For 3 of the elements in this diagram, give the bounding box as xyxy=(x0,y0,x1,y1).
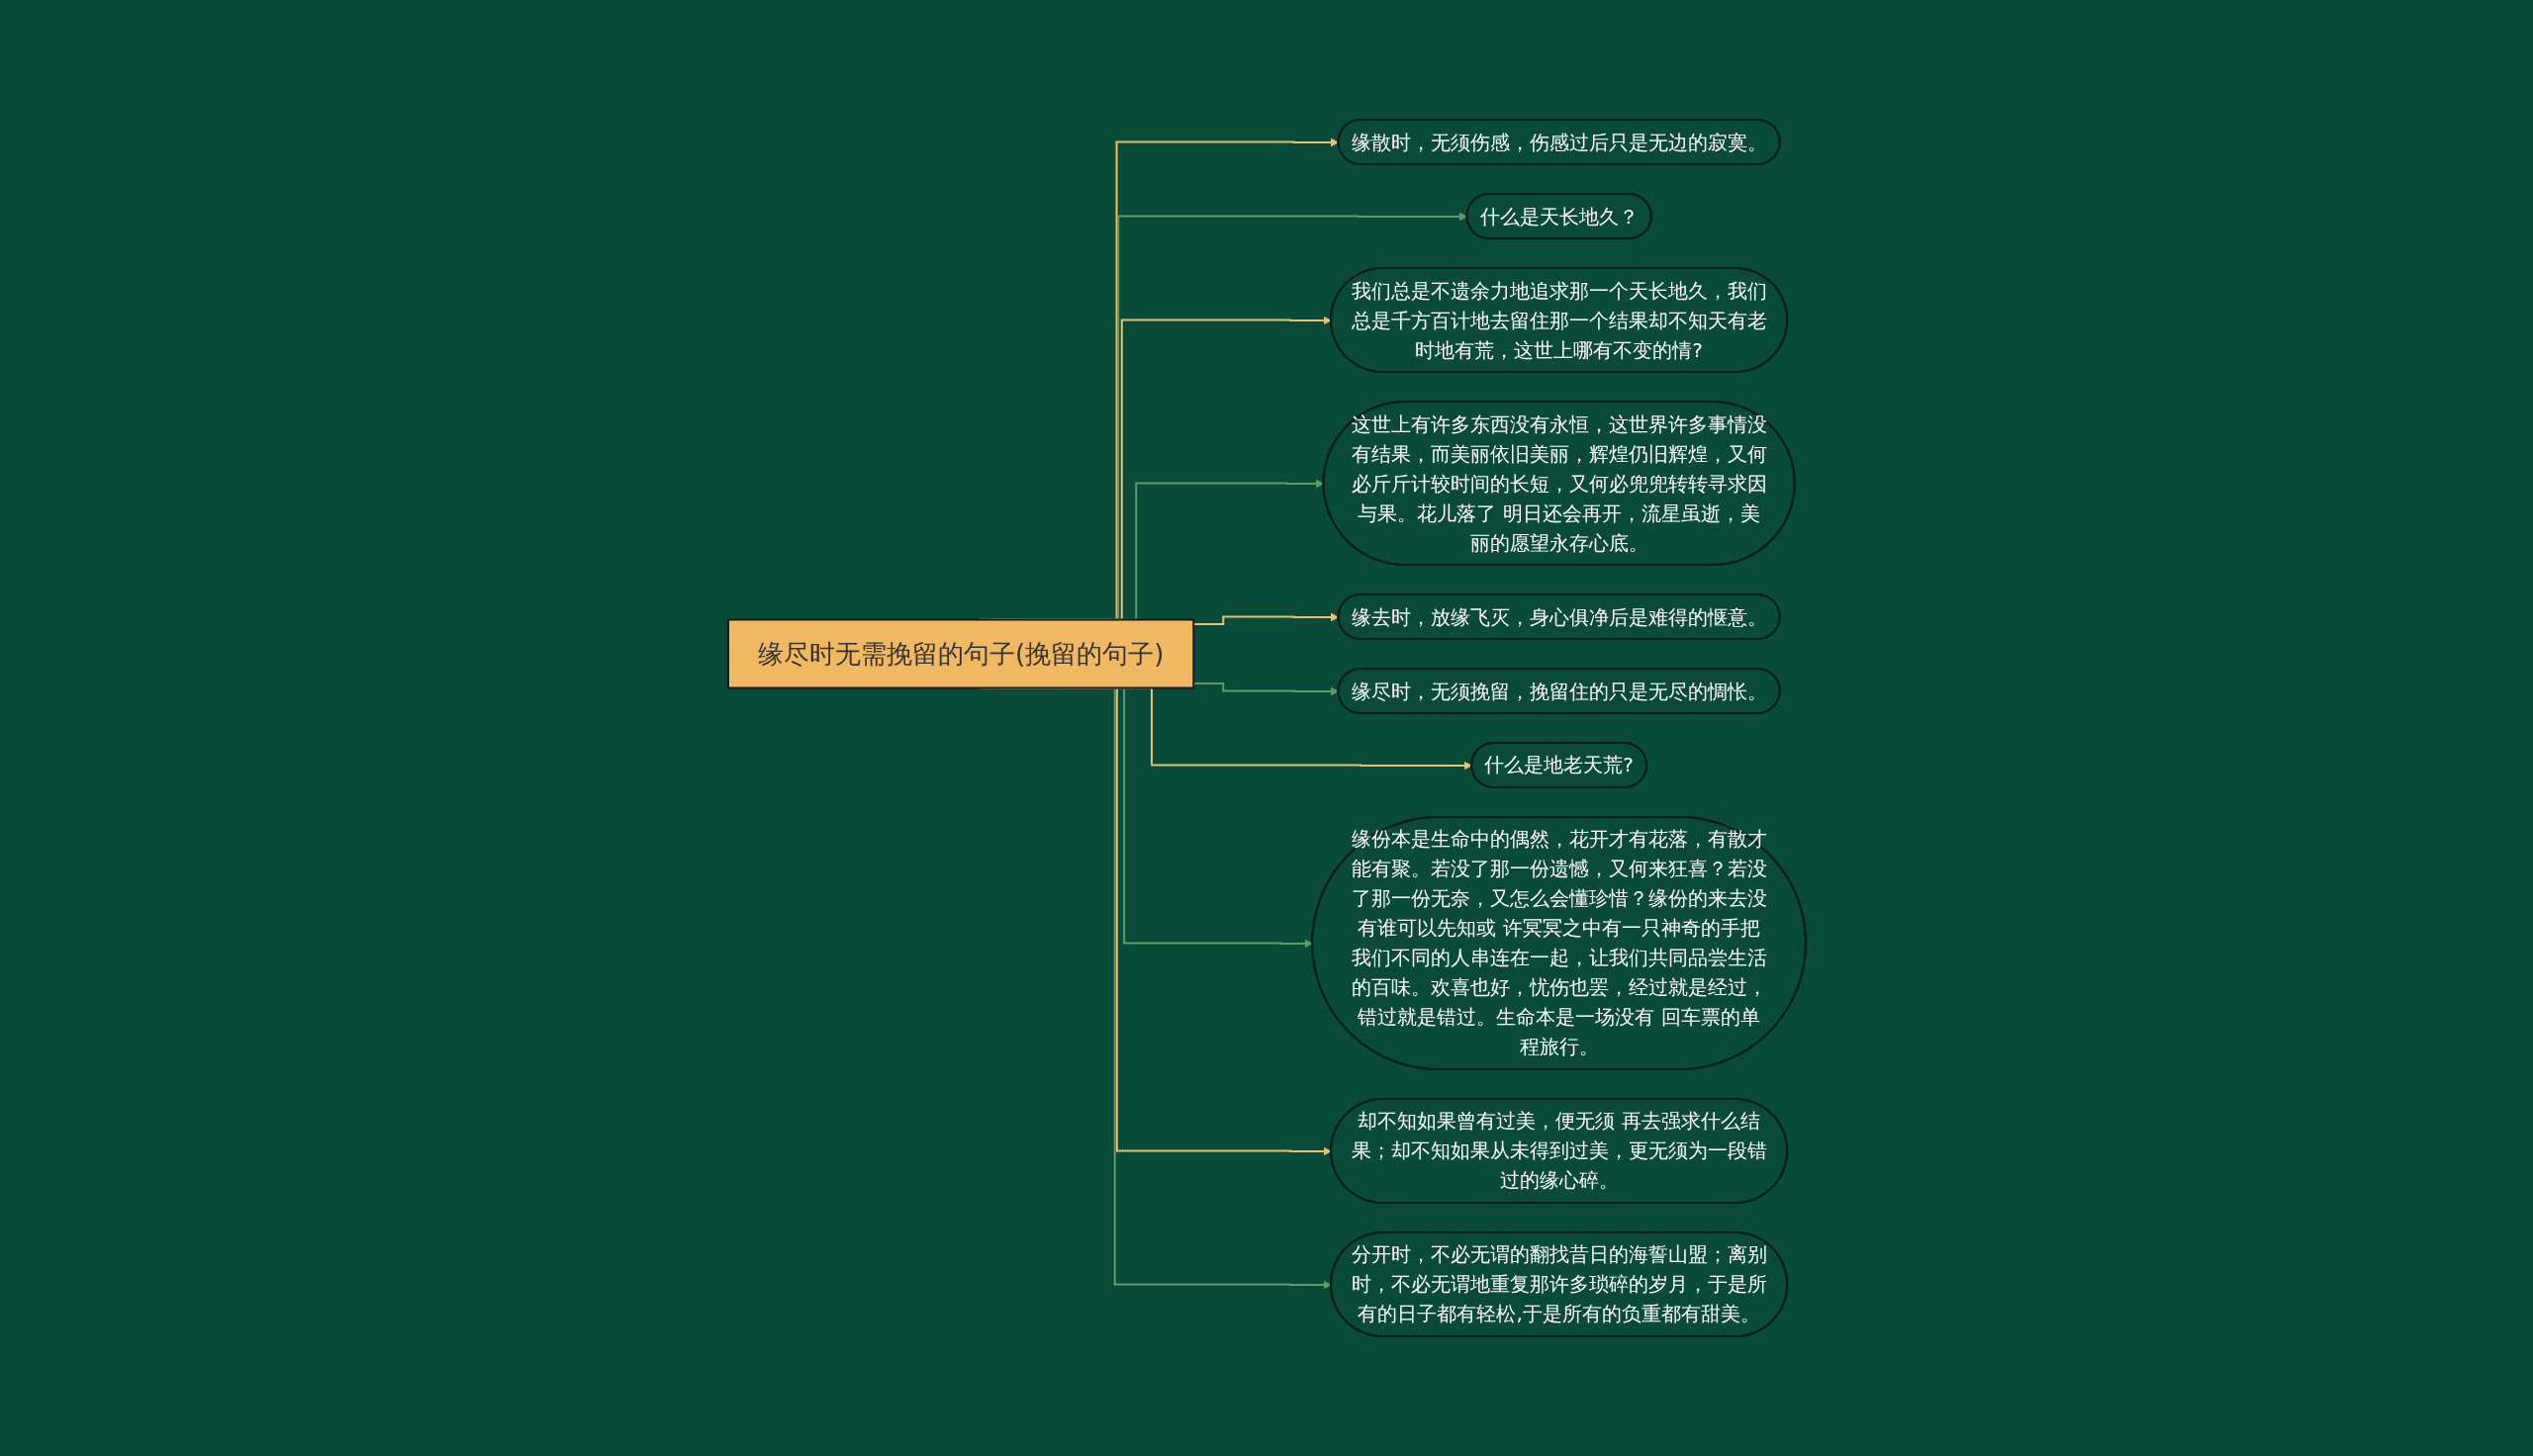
arrow xyxy=(1191,682,1339,696)
arrow xyxy=(1191,612,1339,626)
node-box: 缘尽时无需挽留的句子(挽留的句子) xyxy=(726,618,1194,689)
